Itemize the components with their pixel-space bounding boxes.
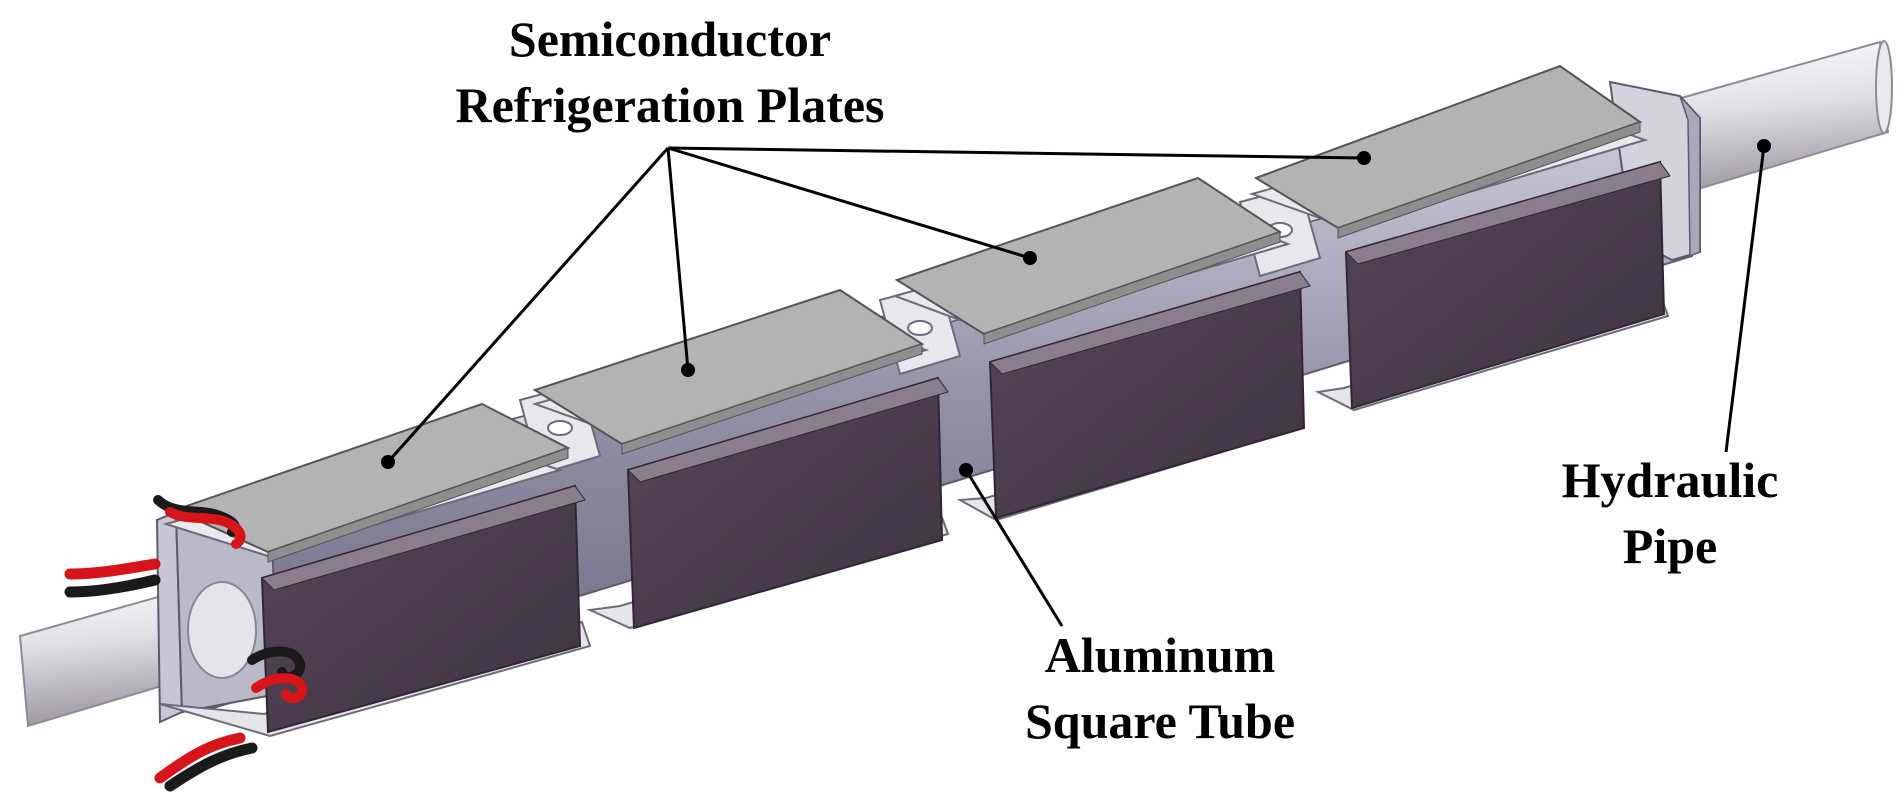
power-wires bbox=[64, 495, 308, 792]
label-semiconductor-refrigeration-plates: Semiconductor Refrigeration Plates bbox=[380, 6, 960, 138]
refrigeration-module-3 bbox=[891, 176, 1311, 522]
leader-dots bbox=[381, 139, 1771, 477]
leader-plate-2 bbox=[666, 147, 690, 371]
leader-plate-1 bbox=[386, 147, 670, 463]
label-hydraulic-line2: Pipe bbox=[1622, 518, 1718, 574]
dot-plate-4 bbox=[1357, 151, 1371, 165]
label-aluminum-line2: Square Tube bbox=[1024, 693, 1296, 749]
label-hydraulic-pipe: Hydraulic Pipe bbox=[1510, 447, 1830, 579]
leader-hydraulic-pipe bbox=[1724, 145, 1766, 453]
label-hydraulic-line1: Hydraulic bbox=[1561, 452, 1779, 508]
label-aluminum-line1: Aluminum bbox=[1044, 627, 1276, 683]
dot-hydraulic-pipe bbox=[1757, 139, 1771, 153]
label-semiconductor-line1: Semiconductor bbox=[508, 11, 832, 67]
dot-plate-2 bbox=[681, 363, 695, 377]
label-semiconductor-line2: Refrigeration Plates bbox=[455, 77, 885, 133]
dot-plate-1 bbox=[381, 455, 395, 469]
refrigeration-module-1 bbox=[159, 402, 592, 738]
refrigeration-module-2 bbox=[531, 288, 950, 630]
dot-aluminum-tube bbox=[959, 463, 973, 477]
label-aluminum-square-tube: Aluminum Square Tube bbox=[960, 622, 1360, 754]
leader-plate-4 bbox=[667, 146, 1365, 160]
leader-lines bbox=[386, 145, 1766, 627]
leader-aluminum-tube bbox=[964, 469, 1064, 627]
dot-plate-3 bbox=[1023, 251, 1037, 265]
leader-plate-3 bbox=[667, 146, 1031, 260]
refrigeration-module-4 bbox=[1248, 64, 1671, 412]
